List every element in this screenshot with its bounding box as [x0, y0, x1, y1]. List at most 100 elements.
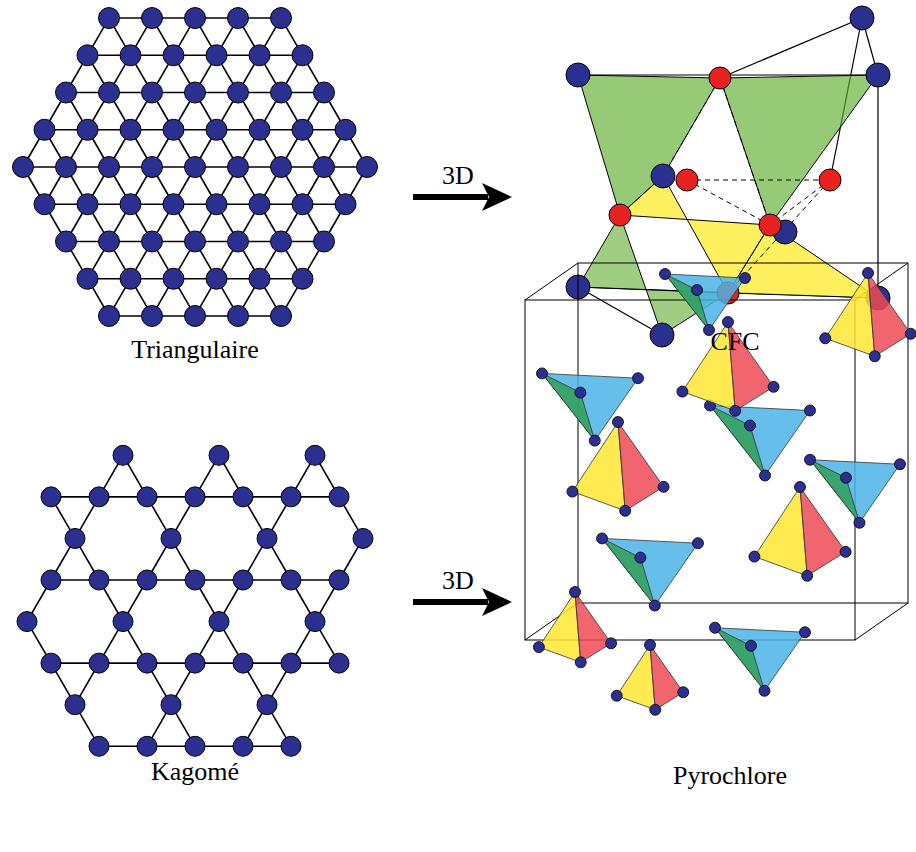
fcc-corner-site	[566, 63, 590, 87]
pyrochlore-site	[611, 690, 622, 701]
tetra-face	[715, 628, 805, 691]
tetra-face	[575, 592, 611, 662]
pyrochlore-site	[759, 685, 770, 696]
pyrochlore-site	[613, 417, 624, 428]
tetra-face	[602, 538, 698, 605]
lattice-site	[77, 119, 98, 140]
lattice-site	[228, 82, 249, 103]
pyrochlore-site	[746, 640, 757, 651]
pyrochlore-site	[633, 373, 644, 384]
lattice-site	[329, 570, 349, 590]
lattice-site	[56, 231, 77, 252]
lattice-site	[305, 612, 325, 632]
pyrochlore-site	[840, 546, 851, 557]
lattice-site	[137, 570, 157, 590]
lattice-site	[137, 487, 157, 507]
lattice-site	[89, 570, 109, 590]
pyrochlore-illustration	[525, 263, 916, 715]
lattice-site	[292, 194, 313, 215]
arrow-shaft	[413, 194, 488, 200]
tetra-face	[710, 406, 765, 476]
fcc-edges	[578, 18, 878, 335]
lattice-site	[271, 82, 292, 103]
pyrochlore-site	[905, 328, 916, 339]
lattice-site	[34, 119, 55, 140]
pyrochlore-site	[567, 486, 578, 497]
pyrochlore-site	[740, 273, 751, 284]
lattice-site	[305, 445, 325, 465]
arrow-label: 3D	[442, 162, 474, 191]
lattice-site	[99, 231, 120, 252]
lattice-site	[233, 570, 253, 590]
pyrochlore-site	[650, 704, 661, 715]
lattice-site	[41, 653, 61, 673]
pyrochlore-site	[805, 454, 816, 465]
fcc-tetra-face	[720, 75, 878, 225]
cubic-cell	[525, 263, 908, 640]
lattice-site	[13, 157, 34, 178]
lattice-site	[209, 612, 229, 632]
lattice-site	[249, 119, 270, 140]
pyrochlore-site	[841, 472, 852, 483]
lattice-site	[41, 570, 61, 590]
pyrochlore-site	[723, 317, 734, 328]
tetra-face	[754, 487, 807, 576]
lattice-site	[113, 612, 133, 632]
lattice-site	[329, 487, 349, 507]
lattice-site	[89, 736, 109, 756]
pyrochlore-site	[692, 285, 703, 296]
tetra-face	[710, 406, 810, 476]
lattice-site	[161, 695, 181, 715]
pyrochlore-site	[575, 387, 586, 398]
lattice-site	[335, 194, 356, 215]
tetra-face	[572, 422, 625, 511]
lattice-site	[113, 445, 133, 465]
tetra-face	[542, 373, 595, 440]
arrow-head	[482, 588, 512, 616]
tetra-face	[868, 273, 911, 356]
pyrochlore-site	[800, 627, 811, 638]
lattice-site	[292, 119, 313, 140]
fcc-face-site	[676, 169, 698, 191]
figure-caption: CFC	[710, 328, 759, 357]
fcc-illustration	[566, 6, 890, 347]
lattice-site	[271, 305, 292, 326]
lattice-site	[163, 119, 184, 140]
lattice-site	[185, 157, 206, 178]
pyrochlore-site	[768, 381, 779, 392]
pyrochlore-site	[802, 570, 813, 581]
lattice-site	[161, 528, 181, 548]
pyrochlore-site	[533, 642, 544, 653]
pyrochlore-site	[869, 351, 880, 362]
pyrochlore-site	[710, 622, 721, 633]
lattice-site	[77, 194, 98, 215]
lattice-site	[163, 45, 184, 66]
tetra-face	[810, 460, 900, 523]
lattice-site	[120, 194, 141, 215]
lattice-site	[137, 736, 157, 756]
tetra-face	[715, 628, 765, 691]
fcc-face-site	[819, 169, 841, 191]
lattice-site	[185, 82, 206, 103]
lattice-site	[335, 119, 356, 140]
lattice-site	[257, 695, 277, 715]
lattice-site	[17, 612, 37, 632]
lattice-site	[357, 157, 378, 178]
lattice-site	[185, 305, 206, 326]
lattice-site	[142, 157, 163, 178]
pyrochlore-site	[749, 551, 760, 562]
lattice-site	[233, 487, 253, 507]
pyrochlore-site	[805, 405, 816, 416]
lattice-site	[99, 157, 120, 178]
pyrochlore-site	[895, 459, 906, 470]
lattice-site	[206, 119, 227, 140]
pyrochlore-site	[589, 435, 600, 446]
lattice-site	[314, 82, 335, 103]
fcc-corner-site	[650, 323, 674, 347]
lattice-site	[142, 8, 163, 29]
fcc-face-site	[759, 214, 781, 236]
lattice-site	[281, 487, 301, 507]
pyrochlore-site	[730, 405, 741, 416]
lattice-site	[281, 653, 301, 673]
